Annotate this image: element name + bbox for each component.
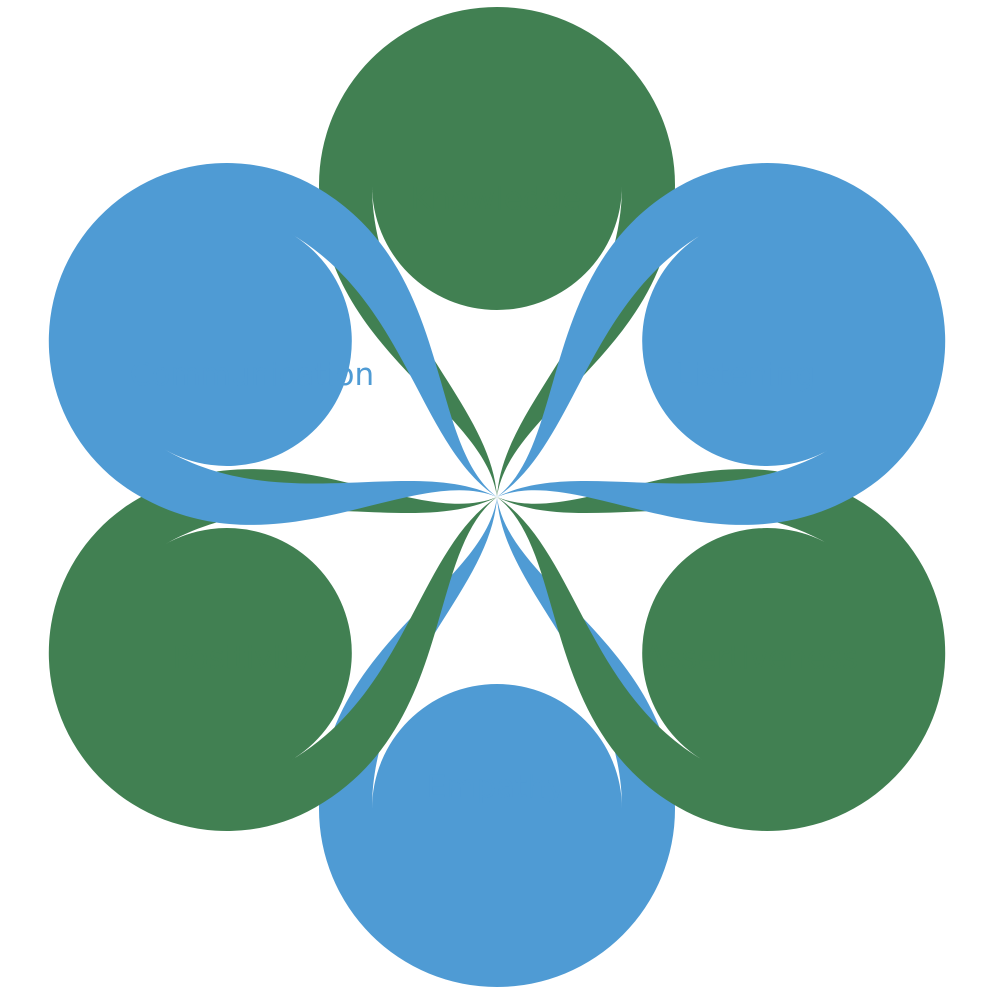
label-positivity: Positivity xyxy=(172,640,312,676)
label-knowledge: Knowledge xyxy=(411,181,581,217)
label-communication: Communication xyxy=(130,357,374,393)
label-assertiveness: Assertiveness xyxy=(644,640,859,676)
label-listening: Listening xyxy=(675,357,816,393)
label-empathy: Empathy xyxy=(427,769,566,805)
